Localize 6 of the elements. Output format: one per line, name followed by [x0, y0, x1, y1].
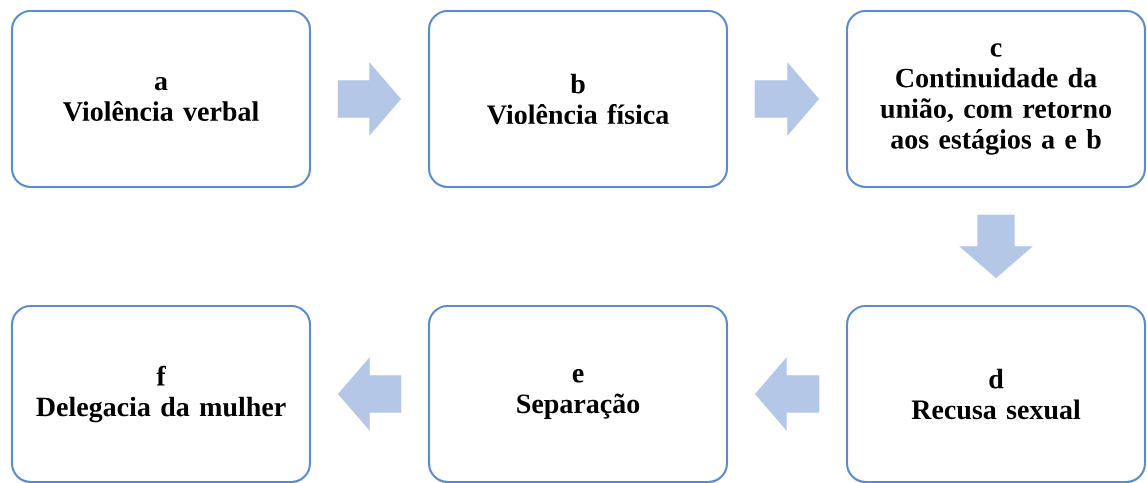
process-box: b Violência física — [427, 9, 729, 189]
process-box: a Violência verbal — [10, 9, 312, 189]
process-box: c Continuidade da união, com retorno aos estágios a e b — [845, 9, 1147, 189]
process-box: d Recusa sexual — [845, 304, 1147, 483]
process-box: f Delegacia da mulher — [10, 304, 312, 483]
process-box: e Separação — [427, 304, 729, 483]
